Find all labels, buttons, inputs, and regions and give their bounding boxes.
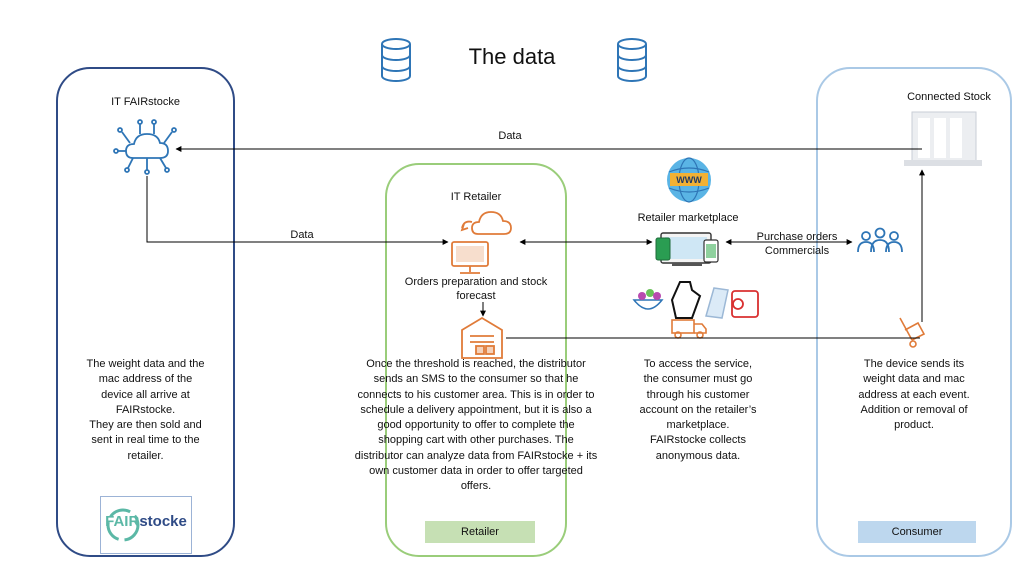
middle-panel-description: Once the threshold is reached, the distr…	[330, 357, 622, 495]
flow-label-mid-data: Data	[290, 229, 314, 241]
warehouse-icon	[461, 316, 503, 359]
middle-panel-title: IT Retailer	[450, 191, 502, 203]
consumer-badge: Consumer	[858, 521, 976, 543]
page-title: The data	[468, 44, 556, 69]
right-desc-line: weight data and mac	[863, 373, 965, 386]
left-panel-title: IT FAIRstocke	[111, 96, 180, 108]
left-desc-line: FAIRstocke.	[115, 403, 176, 416]
hand-truck-icon	[899, 317, 926, 348]
left-desc-line: mac address of the	[98, 373, 193, 386]
www-label: WWW	[676, 175, 702, 185]
marketplace-description: To access the service, the consumer must…	[618, 357, 778, 464]
marketplace-devices-icon	[655, 232, 719, 266]
bottle-icon	[670, 281, 702, 319]
mid-desc-line: sends an SMS to the consumer so that he	[373, 373, 579, 386]
market-desc-line: the consumer must go	[643, 373, 753, 386]
cloud-network-icon	[113, 119, 177, 175]
retailer-computer-cloud-icon	[451, 211, 512, 274]
marketplace-title: Retailer marketplace	[637, 212, 739, 224]
mid-desc-line: Once the threshold is reached, the distr…	[366, 358, 586, 370]
market-desc-line: marketplace.	[666, 419, 730, 432]
mid-desc-line: good opportunity to offer to complete th…	[377, 419, 575, 432]
right-desc-line: Addition or removal of	[860, 403, 968, 416]
left-desc-line: retailer.	[127, 449, 164, 462]
logo-part-fair: FAIR	[105, 513, 140, 530]
users-group-icon	[857, 227, 903, 253]
right-desc-line: address at each event.	[858, 388, 970, 401]
right-desc-line: product.	[894, 419, 934, 432]
logo-part-stocke: stocke	[139, 513, 187, 530]
flow-label-top-data: Data	[498, 130, 522, 142]
delivery-truck-icon	[671, 319, 707, 339]
market-desc-line: through his customer	[646, 388, 750, 401]
orders-label-line: Orders preparation and stock	[404, 276, 548, 288]
right-panel-title: Connected Stock	[907, 91, 991, 103]
orders-label: Orders preparation and stock forecast	[385, 275, 567, 303]
panel-it-fairstocke	[56, 67, 235, 557]
market-desc-line: account on the retailer’s	[639, 403, 757, 416]
fruit-basket-icon	[632, 289, 664, 310]
connected-stock-device-icon	[904, 111, 982, 166]
arrow-fairstocke-to-retailer	[146, 176, 449, 245]
database-icon	[617, 38, 647, 82]
market-desc-line: FAIRstocke collects	[650, 434, 746, 447]
market-desc-line: anonymous data.	[655, 449, 741, 462]
toilet-paper-icon	[731, 290, 759, 318]
left-desc-line: They are then sold and	[89, 419, 202, 432]
left-desc-line: The weight data and the	[86, 358, 205, 370]
panel-consumer	[816, 67, 1012, 557]
right-panel-description: The device sends its weight data and mac…	[836, 357, 992, 433]
mid-desc-line: distributor can analyze data from FAIRst…	[354, 449, 598, 462]
water-bottle-icon	[705, 287, 729, 319]
logo-wordmark: FAIRstocke	[101, 513, 191, 530]
panel-it-retailer	[385, 163, 567, 557]
mid-desc-line: shopping cart with other purchases. The	[378, 434, 574, 447]
www-globe-icon: WWW	[667, 157, 711, 203]
database-icon	[381, 38, 411, 82]
left-panel-description: The weight data and the mac address of t…	[56, 357, 235, 464]
mid-desc-line: connects to his customer area. This is i…	[357, 388, 595, 401]
orders-label-line: forecast	[456, 290, 496, 302]
mid-desc-line: offers.	[460, 480, 492, 493]
left-desc-line: sent in real time to the	[91, 434, 200, 447]
logo-ring-icon	[106, 508, 140, 542]
mid-desc-line: schedule a delivery appointment, but it …	[360, 403, 592, 416]
mid-desc-line: own customer data in order to offer targ…	[369, 465, 583, 478]
purchase-label-line: Commercials	[764, 245, 830, 257]
left-desc-line: device all arrive at	[101, 388, 190, 401]
retailer-badge: Retailer	[425, 521, 535, 543]
market-desc-line: To access the service,	[643, 358, 753, 370]
right-desc-line: The device sends its	[863, 358, 965, 370]
fairstocke-logo: FAIRstocke	[100, 496, 192, 554]
